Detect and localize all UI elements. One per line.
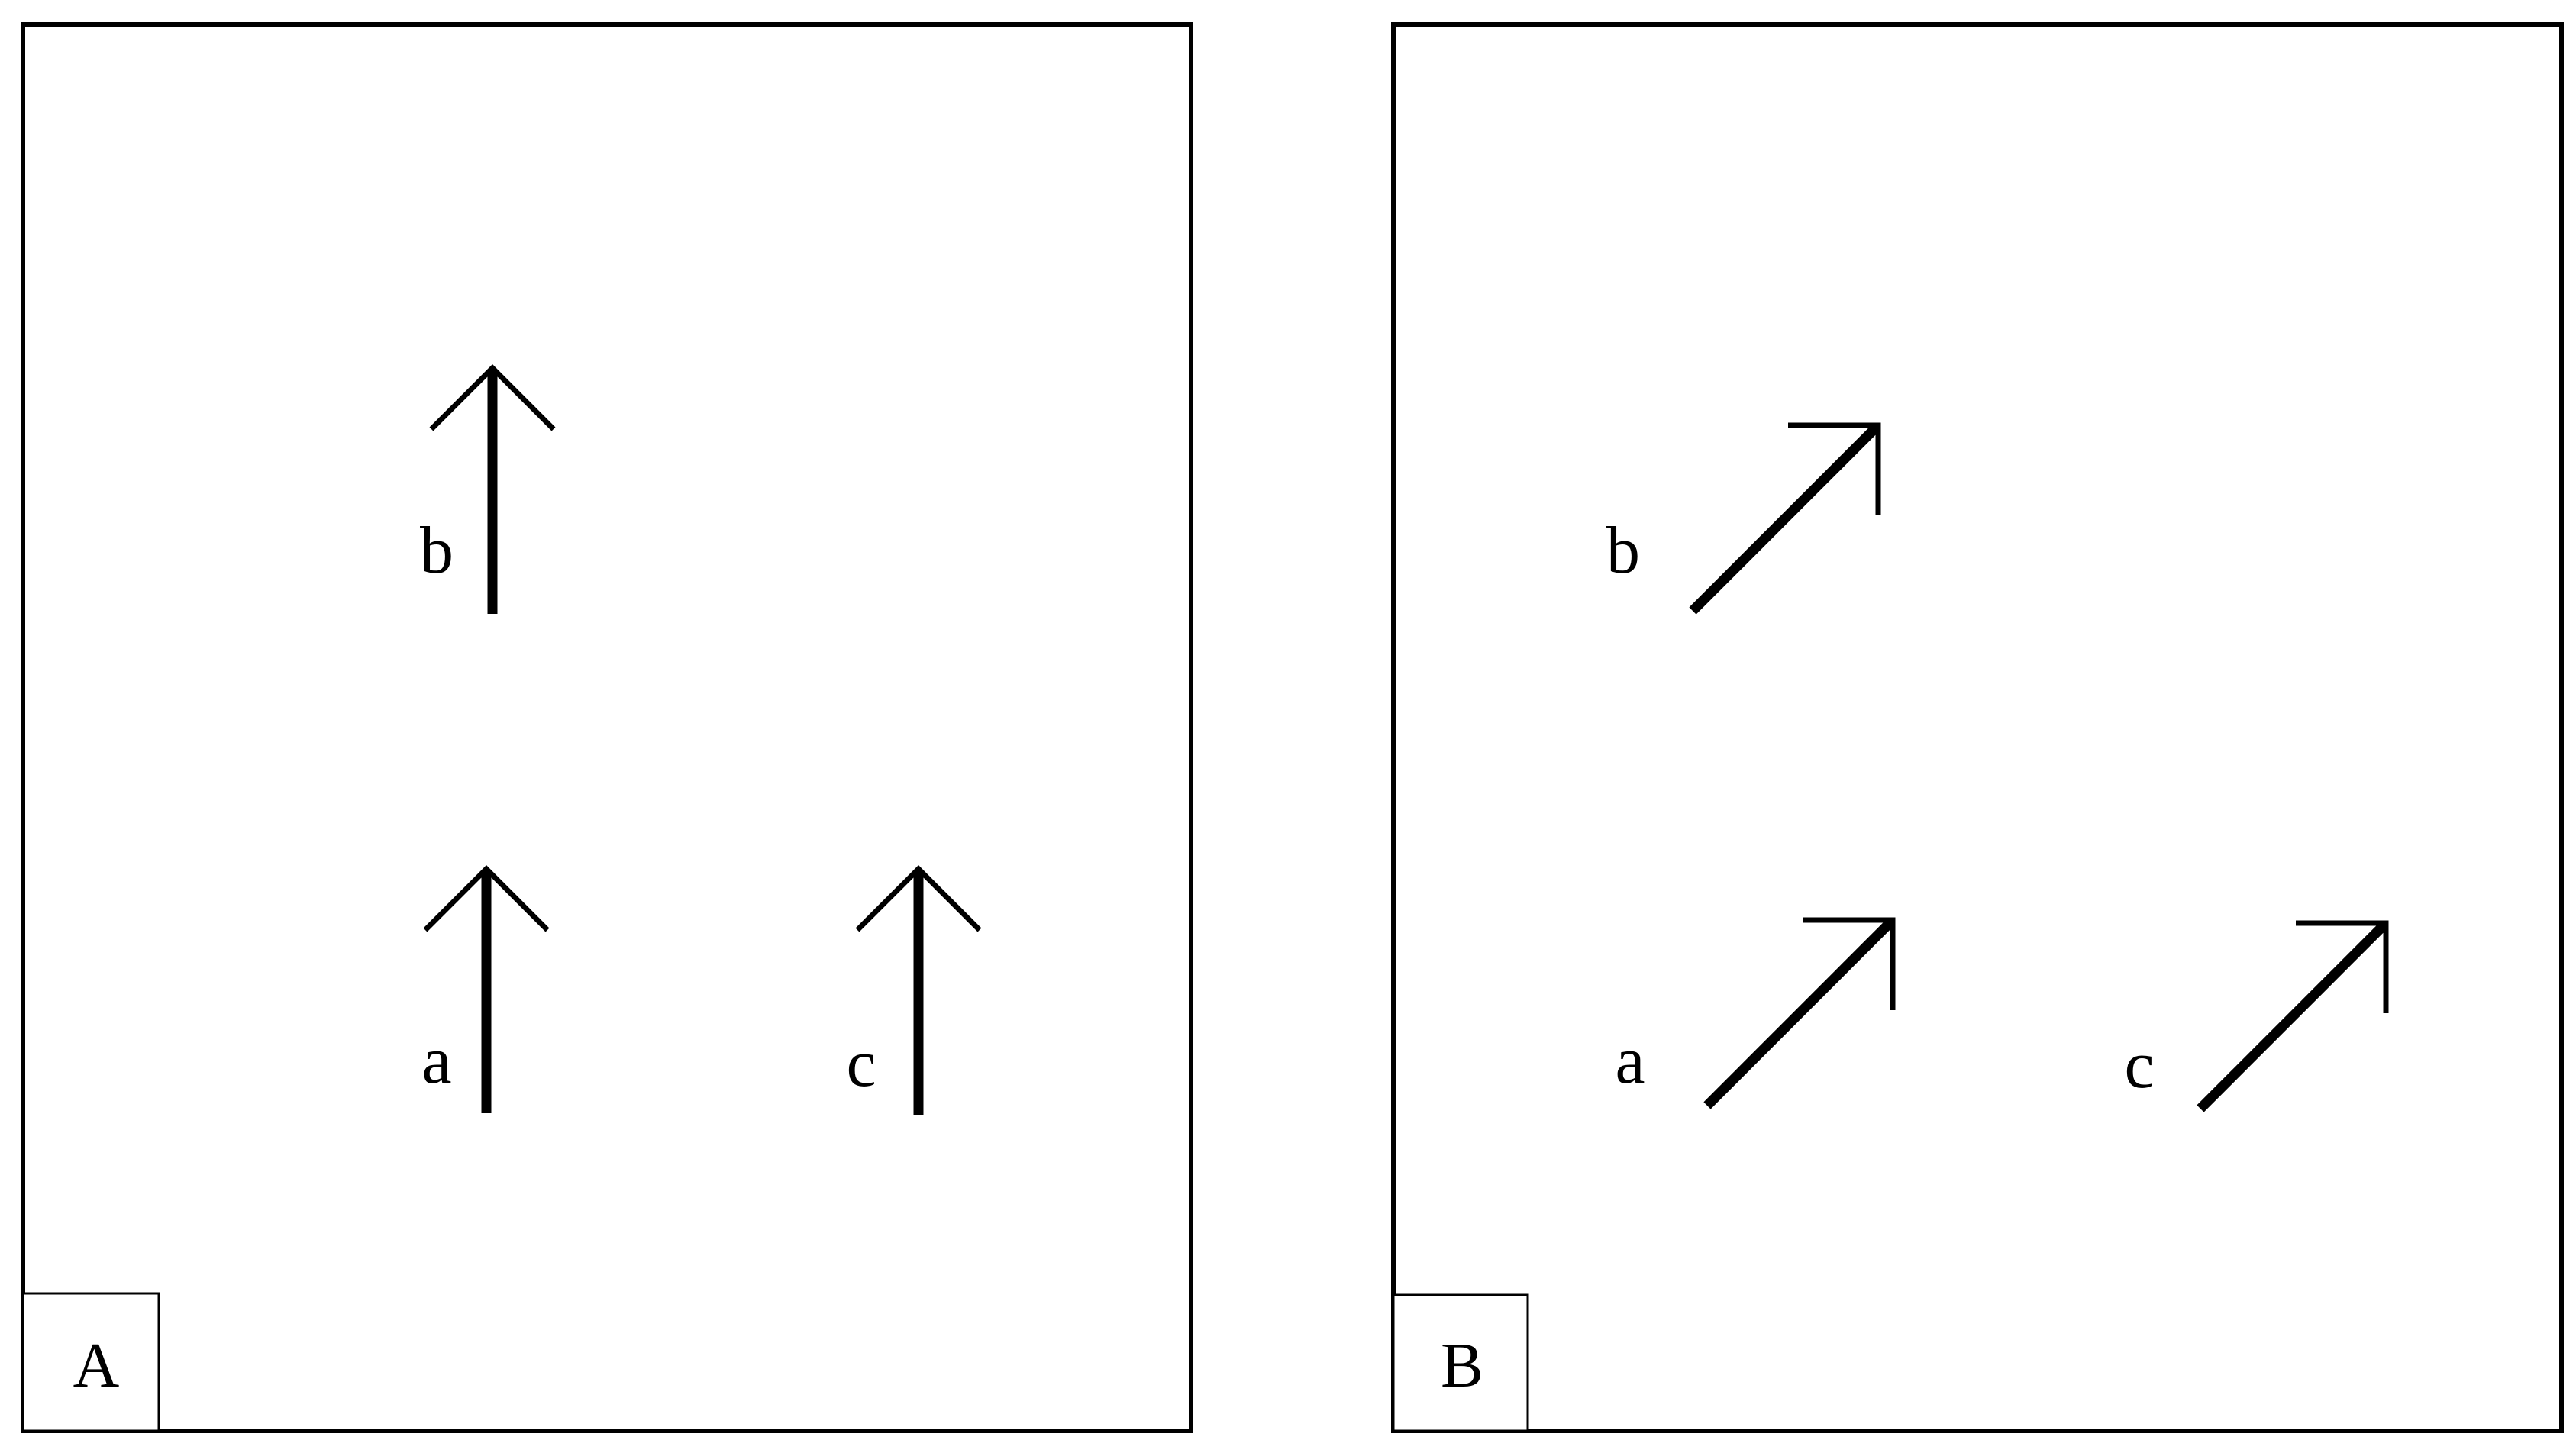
panel-b-arrow-b: b: [1606, 422, 1881, 615]
panel-a-arrow-a-label: a: [421, 1024, 451, 1098]
panel-a-arrow-a-head: [423, 865, 550, 932]
panel-b-arrow-c-head: [2296, 920, 2389, 1013]
panel-b-arrow-b-head: [1788, 422, 1881, 515]
panel-b-arrow-a-label: a: [1615, 1024, 1645, 1098]
panel-a-arrow-b: b: [420, 364, 556, 614]
panel-a-arrow-a: a: [421, 865, 550, 1113]
panel-a-arrow-b-label: b: [420, 514, 454, 588]
panel-b-arrow-a-shaft: [1703, 918, 1895, 1109]
panel-a-tag-box: [21, 1292, 160, 1432]
panel-b-arrow-b-shaft: [1689, 423, 1880, 615]
panel-a-arrow-c: c: [846, 865, 982, 1115]
panel-b: B b a c: [1391, 22, 2564, 1433]
panel-b-arrow-c: c: [2124, 920, 2389, 1112]
panel-b-arrow-c-shaft: [2197, 921, 2388, 1112]
panel-b-arrow-b-label: b: [1606, 514, 1640, 588]
panel-b-tag: B: [1441, 1330, 1483, 1401]
panel-a: A b a c: [21, 22, 1193, 1433]
panel-a-tag: A: [73, 1330, 120, 1401]
panel-b-arrow-a: a: [1615, 917, 1896, 1109]
panel-b-frame: [1391, 22, 2564, 1433]
panel-b-arrow-a-head: [1803, 917, 1896, 1010]
panel-a-frame: [21, 22, 1193, 1433]
panel-b-arrow-c-label: c: [2124, 1028, 2154, 1103]
panel-a-arrow-c-head: [855, 865, 982, 932]
panel-b-tag-box: [1392, 1293, 1529, 1432]
panel-a-arrow-c-label: c: [846, 1027, 876, 1101]
panel-a-arrow-b-head: [429, 364, 556, 431]
